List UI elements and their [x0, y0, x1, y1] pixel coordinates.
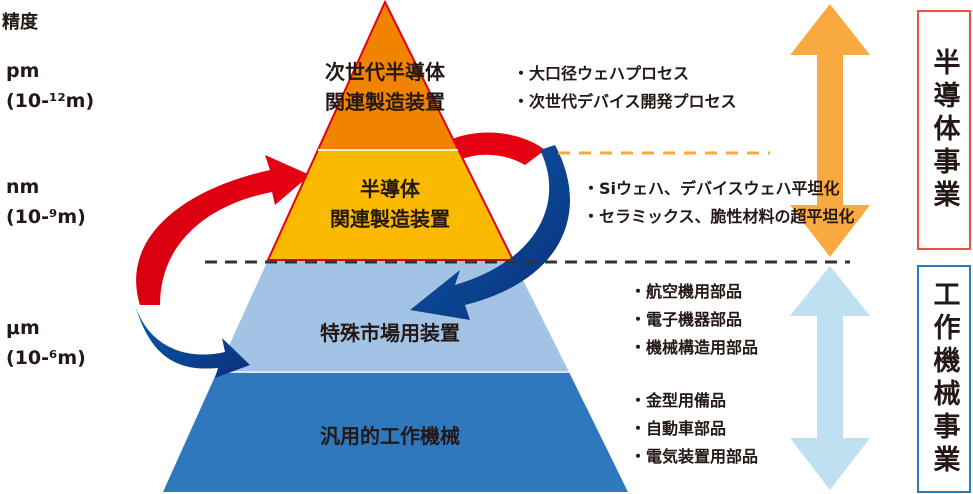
layer-text: 関連製造装置 [330, 207, 450, 231]
precision-label: 精度 [2, 12, 38, 33]
layer-text: 半導体 [360, 177, 420, 201]
bullets-special: ・航空機用部品 ・電子機器部品 ・機械構造用部品 [630, 278, 758, 362]
layer-text: 関連製造装置 [325, 90, 445, 114]
blue-cycle-arrow-left [135, 305, 250, 378]
bullet-item: ・Siウェハ、デバイスウェハ平坦化 [583, 179, 840, 198]
scale-unit: nm [6, 176, 40, 198]
layer-orange [318, 2, 458, 150]
bullet-item: ・機械構造用部品 [630, 338, 759, 357]
bullets-general: ・金型用備品 ・自動車部品 ・電気装置用部品 [630, 387, 758, 471]
layer-label-next-gen: 次世代半導体 関連製造装置 [300, 57, 470, 117]
scale-exponent: (10-⁶m) [6, 347, 86, 369]
upper-outline [266, 0, 515, 261]
scale-pm: pm (10-¹²m) [6, 56, 94, 116]
layer-yellow [268, 150, 513, 260]
bullet-item: ・大口径ウェハプロセス [513, 64, 690, 83]
bullets-semiconductor: ・Siウェハ、デバイスウェハ平坦化 ・セラミックス、脆性材料の超平坦化 [583, 175, 855, 231]
scale-um: μm (10-⁶m) [6, 313, 86, 373]
semiconductor-business-box: 半導体事業 [917, 10, 971, 250]
blue-cycle-arrow [410, 145, 570, 320]
bullet-item: ・電気装置用部品 [630, 447, 759, 466]
layer-text: 次世代半導体 [325, 60, 445, 84]
bullet-item: ・自動車部品 [630, 419, 727, 438]
layer-blue [163, 372, 628, 492]
orange-double-arrow [790, 4, 870, 257]
machine-tools-business-box: 工作機械事業 [917, 265, 971, 493]
layer-label-semiconductor: 半導体 関連製造装置 [305, 174, 475, 234]
bullet-item: ・航空機用部品 [630, 282, 743, 301]
scale-unit: pm [6, 60, 40, 82]
bullets-next-gen: ・大口径ウェハプロセス ・次世代デバイス開発プロセス [513, 60, 737, 116]
bullet-item: ・金型用備品 [630, 391, 727, 410]
bullet-item: ・次世代デバイス開発プロセス [513, 92, 737, 111]
scale-unit: μm [6, 317, 40, 339]
layer-label-general: 汎用的工作機械 [320, 424, 460, 448]
bullet-item: ・電子機器部品 [630, 310, 743, 329]
scale-exponent: (10-⁹m) [6, 206, 86, 228]
red-cycle-arrow [136, 155, 310, 305]
scale-exponent: (10-¹²m) [6, 90, 95, 112]
lightblue-double-arrow [790, 266, 870, 490]
scale-nm: nm (10-⁹m) [6, 172, 86, 232]
layer-label-special: 特殊市場用装置 [320, 321, 460, 345]
bullet-item: ・セラミックス、脆性材料の超平坦化 [583, 207, 855, 226]
